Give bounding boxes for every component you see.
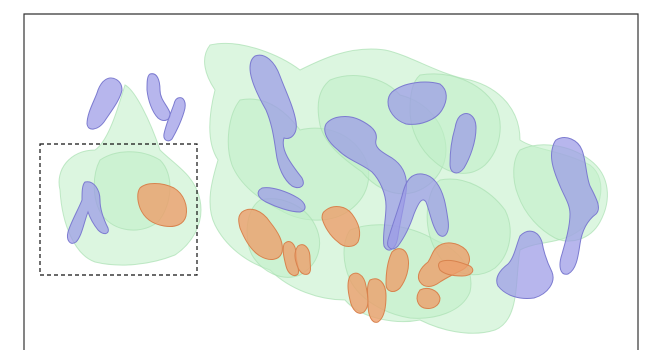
inset-highlight-box — [39, 143, 198, 276]
orange-region-2 — [238, 208, 283, 260]
orange-region-6 — [347, 272, 369, 314]
blue-region-11 — [551, 137, 599, 275]
orange-regions — [137, 183, 474, 323]
blue-regions — [67, 54, 599, 299]
orange-region-10 — [416, 287, 441, 309]
orange-region-1 — [137, 183, 187, 227]
blue-region-9 — [449, 113, 477, 174]
plot-frame — [23, 13, 639, 350]
blue-region-10 — [387, 173, 449, 250]
blue-region-12 — [496, 230, 554, 299]
blue-region-8 — [387, 81, 447, 125]
blue-region-5 — [249, 54, 304, 189]
orange-region-7 — [367, 278, 387, 323]
blue-region-3 — [163, 97, 186, 142]
blue-region-4 — [67, 181, 109, 244]
blue-region-1 — [86, 77, 123, 130]
blue-region-6 — [257, 187, 306, 213]
orange-region-4 — [294, 244, 311, 275]
orange-region-11 — [438, 259, 474, 277]
blue-region-2 — [146, 73, 171, 121]
orange-region-8 — [385, 248, 409, 292]
orange-region-5 — [321, 206, 361, 247]
orange-region-3 — [282, 241, 300, 277]
